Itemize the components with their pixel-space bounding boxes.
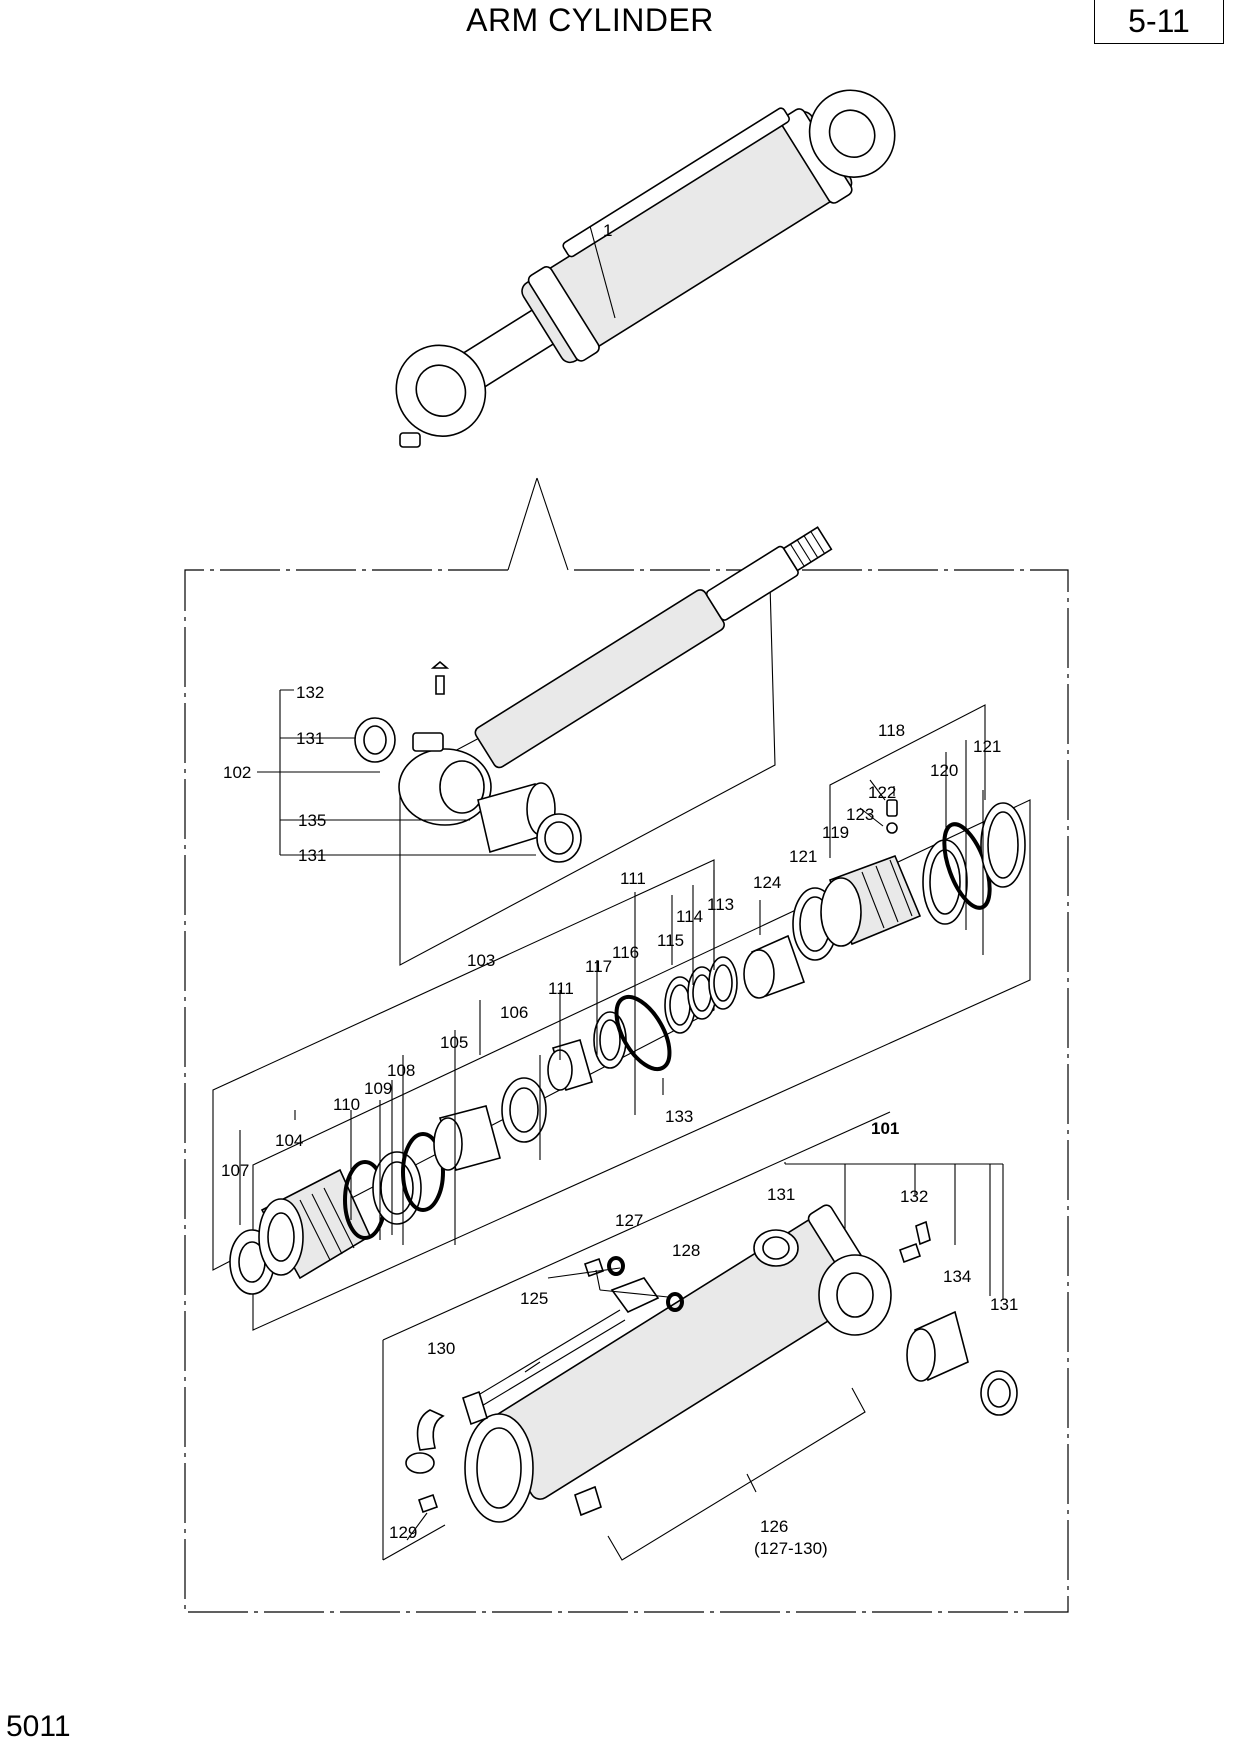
label-107: 107 [221, 1161, 249, 1180]
label-128: 128 [672, 1241, 700, 1260]
label-126: 126 [760, 1517, 788, 1536]
label-135: 135 [298, 811, 326, 830]
label-105: 105 [440, 1033, 468, 1052]
label-121b: 121 [789, 847, 817, 866]
explode-callout [507, 477, 569, 571]
label-124: 124 [753, 873, 781, 892]
label-106: 106 [500, 1003, 528, 1022]
label-115: 115 [657, 931, 684, 950]
head-and-piston-seals [212, 704, 1031, 1331]
label-120: 120 [930, 761, 958, 780]
label-117: 117 [585, 957, 612, 976]
label-131a: 131 [296, 729, 324, 748]
label-131c: 131 [767, 1185, 795, 1204]
label-110: 110 [333, 1095, 360, 1114]
label-108: 108 [387, 1061, 415, 1080]
label-114: 114 [676, 907, 703, 926]
label-131b: 131 [298, 846, 326, 865]
label-1: 1 [603, 221, 612, 240]
tube-group [382, 1111, 1018, 1561]
label-119: 119 [822, 823, 849, 842]
footer-code: 5011 [6, 1710, 71, 1743]
label-103: 103 [467, 951, 495, 970]
label-133: 133 [665, 1107, 693, 1126]
exploded-frame [184, 569, 1069, 1613]
page-number-box: 5-11 [1094, 0, 1224, 44]
label-122: 122 [868, 783, 896, 802]
label-101: 101 [871, 1119, 899, 1138]
label-127: 127 [615, 1211, 643, 1230]
page-title: ARM CYLINDER [466, 2, 714, 38]
label-121a: 121 [973, 737, 1001, 756]
label-134: 134 [943, 1267, 971, 1286]
assembled-cylinder [395, 89, 896, 448]
label-132a: 132 [296, 683, 324, 702]
label-116: 116 [612, 943, 639, 962]
label-131d: 131 [990, 1295, 1018, 1314]
label-104: 104 [275, 1131, 303, 1150]
label-111b: 111 [548, 979, 574, 998]
label-132b: 132 [900, 1187, 928, 1206]
piston-rod-group [257, 526, 833, 966]
label-111a: 111 [620, 869, 646, 888]
part-labels: 1 132 131 102 135 131 118 121 120 122 12… [221, 221, 1018, 1558]
label-113: 113 [707, 895, 734, 914]
label-109: 109 [364, 1079, 392, 1098]
label-126-range: (127-130) [754, 1539, 828, 1558]
label-118: 118 [878, 721, 905, 740]
label-129: 129 [389, 1523, 417, 1542]
label-125: 125 [520, 1289, 548, 1308]
label-102: 102 [223, 763, 251, 782]
label-130: 130 [427, 1339, 455, 1358]
label-123: 123 [846, 805, 874, 824]
